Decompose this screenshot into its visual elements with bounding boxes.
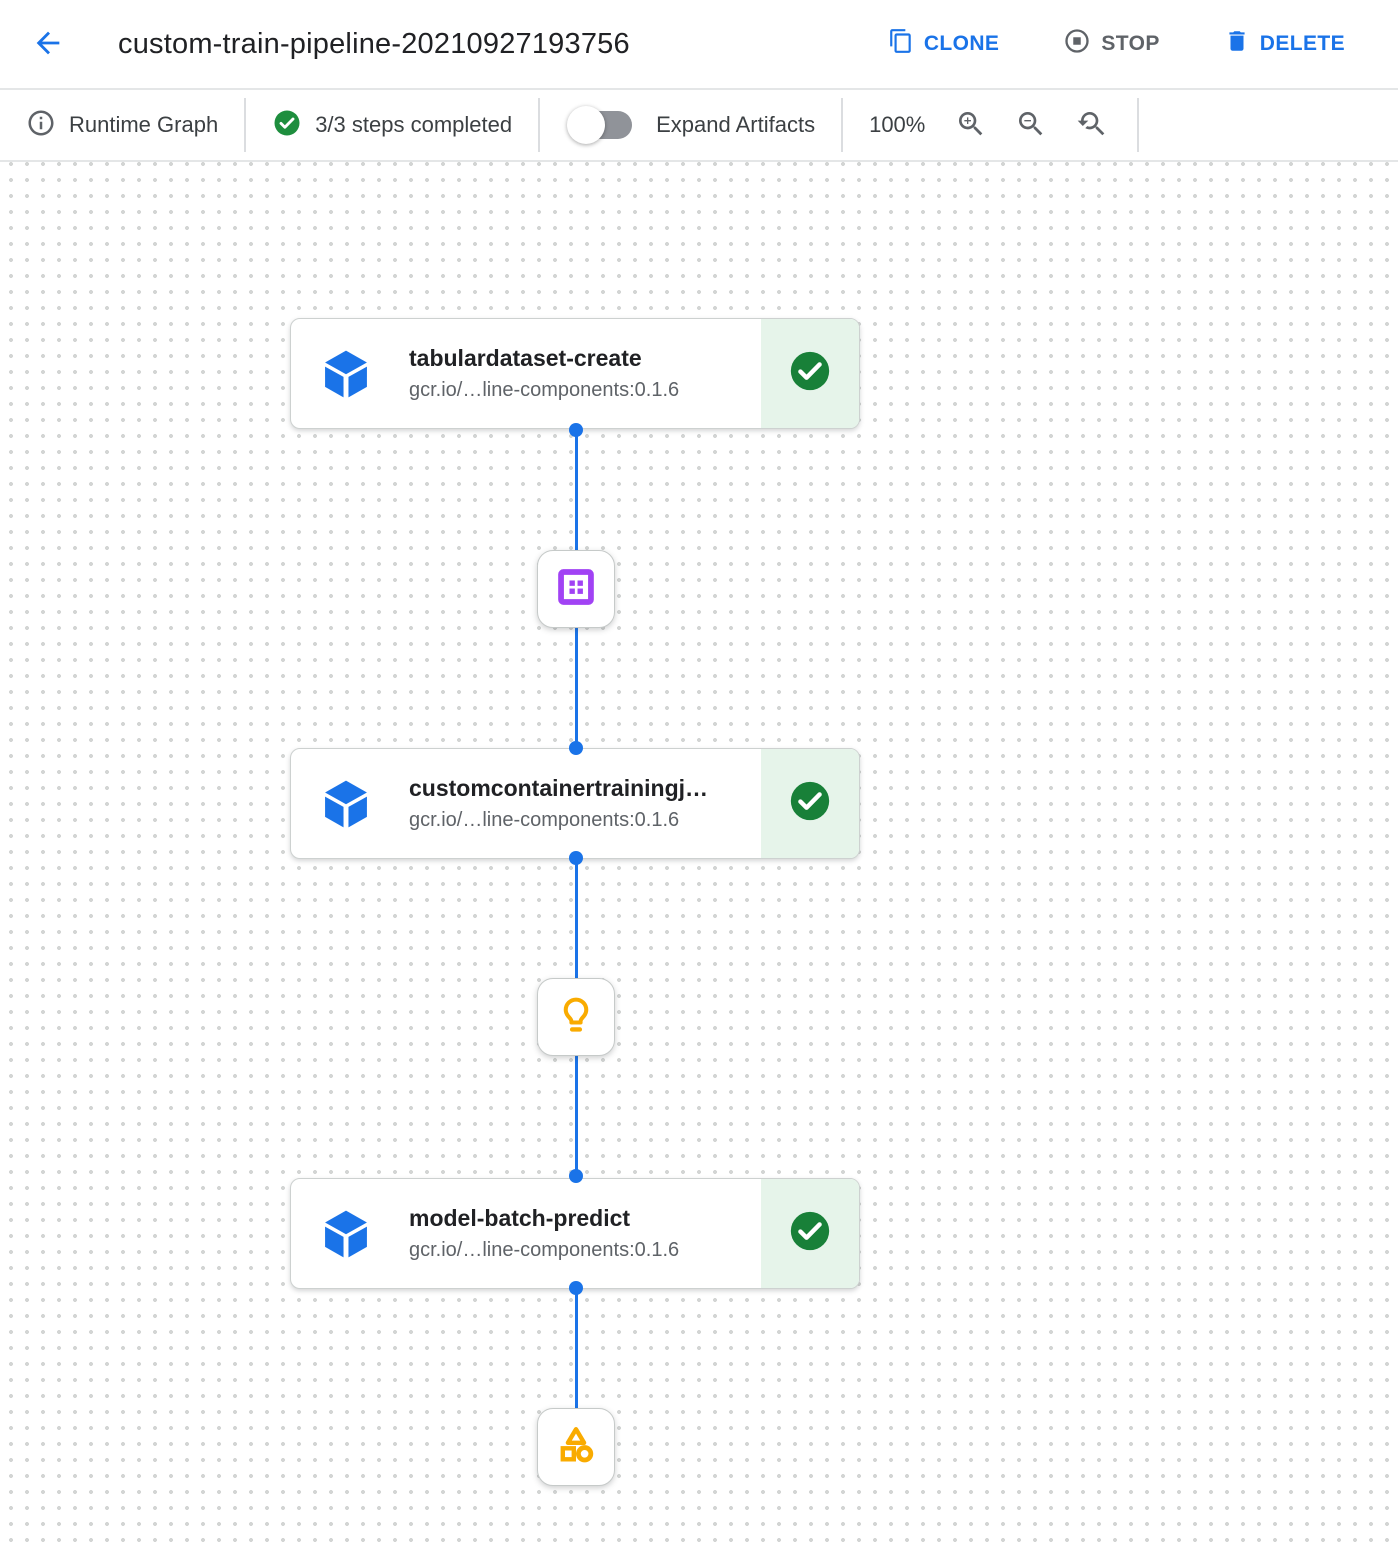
stop-button[interactable]: STOP: [1063, 27, 1159, 61]
toolbar-divider: [244, 98, 247, 152]
graph-canvas[interactable]: tabulardataset-create gcr.io/…line-compo…: [0, 162, 1398, 1542]
header: custom-train-pipeline-20210927193756 CLO…: [0, 0, 1398, 90]
toolbar-divider: [1137, 98, 1140, 152]
component-cube-icon: [319, 347, 373, 401]
component-cube-icon: [319, 777, 373, 831]
step-node-tabulardataset-create[interactable]: tabulardataset-create gcr.io/…line-compo…: [290, 318, 860, 429]
step-node-model-batch-predict[interactable]: model-batch-predict gcr.io/…line-compone…: [290, 1178, 860, 1289]
toggle-knob: [567, 106, 606, 144]
zoom-in-button[interactable]: [955, 109, 987, 141]
step-title: customcontainertrainingj…: [409, 775, 709, 801]
edge-port: [569, 423, 583, 437]
zoom-section: 100%: [869, 109, 1107, 141]
clone-icon: [888, 28, 914, 60]
artifact-node-dataset[interactable]: [537, 550, 615, 628]
stop-label: STOP: [1101, 32, 1160, 55]
graph-toolbar: Runtime Graph 3/3 steps completed Expand…: [0, 90, 1398, 162]
check-circle-icon: [787, 348, 833, 399]
magnifier-refresh-icon: [1075, 108, 1107, 143]
view-label: Runtime Graph: [69, 112, 219, 137]
view-section: Runtime Graph: [26, 108, 218, 143]
steps-section: 3/3 steps completed: [272, 108, 512, 143]
zoom-out-button[interactable]: [1015, 109, 1047, 141]
clone-label: CLONE: [923, 32, 1000, 55]
step-image: gcr.io/…line-components:0.1.6: [409, 809, 680, 831]
page-title: custom-train-pipeline-20210927193756: [118, 27, 630, 60]
step-title: tabulardataset-create: [409, 345, 642, 371]
artifact-node-model[interactable]: [537, 978, 615, 1056]
magnifier-plus-icon: [955, 108, 987, 143]
info-icon[interactable]: [26, 108, 56, 143]
edge-port: [569, 1281, 583, 1295]
back-button[interactable]: [28, 24, 68, 64]
shapes-icon: [554, 1423, 598, 1472]
magnifier-minus-icon: [1015, 108, 1047, 143]
check-circle-icon: [787, 1208, 833, 1259]
step-title: model-batch-predict: [409, 1205, 631, 1231]
component-cube-icon: [319, 1207, 373, 1261]
artifact-node-generic[interactable]: [537, 1408, 615, 1486]
step-status-badge: [761, 1179, 859, 1288]
clone-button[interactable]: CLONE: [888, 28, 1000, 60]
step-image: gcr.io/…line-components:0.1.6: [409, 379, 680, 401]
step-node-customcontainertrainingjob[interactable]: customcontainertrainingj… gcr.io/…line-c…: [290, 748, 860, 859]
steps-status: 3/3 steps completed: [315, 112, 513, 137]
step-status-badge: [761, 749, 859, 858]
toolbar-divider: [538, 98, 541, 152]
edge-port: [569, 1169, 583, 1183]
expand-artifacts-section: Expand Artifacts: [566, 106, 816, 144]
header-actions: CLONE STOP DELETE: [888, 27, 1345, 61]
edge-port: [569, 851, 583, 865]
delete-button[interactable]: DELETE: [1224, 28, 1345, 60]
check-circle-icon: [787, 778, 833, 829]
check-circle-icon: [272, 108, 302, 143]
zoom-reset-button[interactable]: [1075, 109, 1107, 141]
stop-icon: [1063, 27, 1091, 61]
zoom-level: 100%: [869, 112, 926, 137]
edge-line: [575, 1288, 578, 1412]
expand-artifacts-label: Expand Artifacts: [656, 112, 816, 137]
arrow-left-icon: [31, 26, 65, 63]
expand-artifacts-toggle[interactable]: [567, 106, 633, 144]
trash-icon: [1224, 28, 1250, 60]
step-image: gcr.io/…line-components:0.1.6: [409, 1239, 680, 1261]
lightbulb-icon: [554, 993, 598, 1042]
toolbar-divider: [841, 98, 844, 152]
table-grid-icon: [553, 564, 599, 615]
edge-port: [569, 741, 583, 755]
step-status-badge: [761, 319, 859, 428]
delete-label: DELETE: [1259, 32, 1345, 55]
